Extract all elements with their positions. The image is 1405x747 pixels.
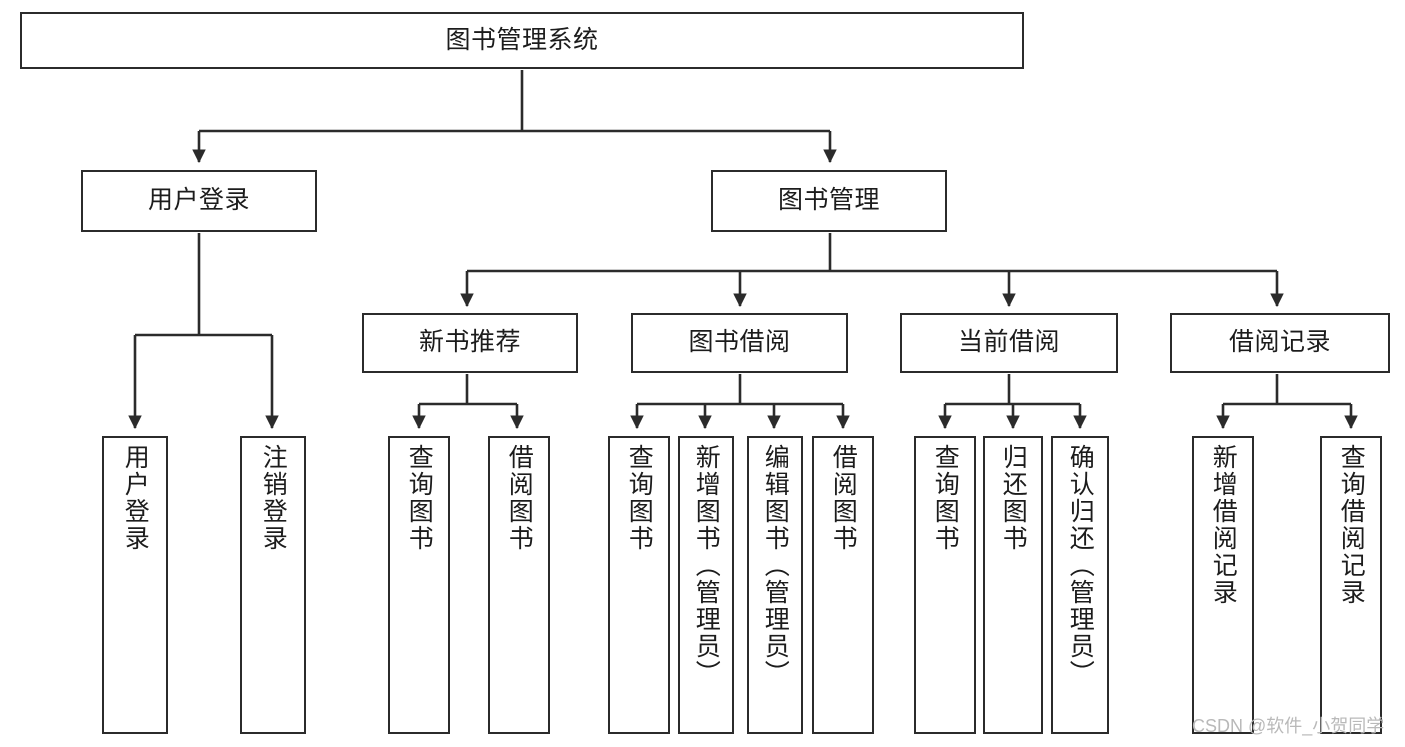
node-label: 用户登录 <box>121 444 150 552</box>
leaf-borrow-record-add-record[interactable]: 新增借阅记录 <box>1192 436 1254 734</box>
leaf-new-book-borrow-book[interactable]: 借阅图书 <box>488 436 550 734</box>
node-label: 查询图书 <box>625 444 654 552</box>
node-label: 注销登录 <box>259 444 288 552</box>
node-label: 确认归还（管理员） <box>1066 444 1095 687</box>
node-label: 新增借阅记录 <box>1209 444 1238 606</box>
node-current-borrow[interactable]: 当前借阅 <box>900 313 1118 373</box>
node-book-borrow[interactable]: 图书借阅 <box>631 313 848 373</box>
node-label: 编辑图书（管理员） <box>761 444 790 687</box>
leaf-current-borrow-query-book[interactable]: 查询图书 <box>914 436 976 734</box>
node-label: 用户登录 <box>147 186 250 215</box>
leaf-current-borrow-return-book[interactable]: 归还图书 <box>983 436 1043 734</box>
node-label: 图书管理系统 <box>445 25 599 54</box>
node-label: 归还图书 <box>999 444 1028 552</box>
leaf-borrow-record-query-record[interactable]: 查询借阅记录 <box>1320 436 1382 734</box>
watermark-csdn: CSDN @软件_小贺同学 <box>1192 716 1385 736</box>
node-label: 图书管理 <box>777 186 880 215</box>
node-label: 查询图书 <box>405 444 434 552</box>
leaf-book-borrow-query-book[interactable]: 查询图书 <box>608 436 670 734</box>
leaf-user-login-login[interactable]: 用户登录 <box>102 436 168 734</box>
node-label: 借阅图书 <box>505 444 534 552</box>
node-label: 当前借阅 <box>957 328 1060 357</box>
leaf-user-login-logout[interactable]: 注销登录 <box>240 436 306 734</box>
node-new-book-recommend[interactable]: 新书推荐 <box>362 313 578 373</box>
node-label: 查询借阅记录 <box>1337 444 1366 606</box>
node-borrow-record[interactable]: 借阅记录 <box>1170 313 1390 373</box>
node-user-login[interactable]: 用户登录 <box>81 170 317 232</box>
node-label: 新书推荐 <box>418 328 521 357</box>
leaf-book-borrow-edit-book-admin[interactable]: 编辑图书（管理员） <box>747 436 803 734</box>
node-label: 新增图书（管理员） <box>692 444 721 687</box>
node-book-management[interactable]: 图书管理 <box>711 170 947 232</box>
leaf-new-book-query-book[interactable]: 查询图书 <box>388 436 450 734</box>
node-label: 查询图书 <box>931 444 960 552</box>
leaf-current-borrow-confirm-return-admin[interactable]: 确认归还（管理员） <box>1051 436 1109 734</box>
node-label: 借阅图书 <box>829 444 858 552</box>
leaf-book-borrow-add-book-admin[interactable]: 新增图书（管理员） <box>678 436 734 734</box>
node-label: 借阅记录 <box>1228 328 1331 357</box>
node-label: 图书借阅 <box>688 328 791 357</box>
node-root-book-management-system[interactable]: 图书管理系统 <box>20 12 1024 69</box>
leaf-book-borrow-borrow-book[interactable]: 借阅图书 <box>812 436 874 734</box>
